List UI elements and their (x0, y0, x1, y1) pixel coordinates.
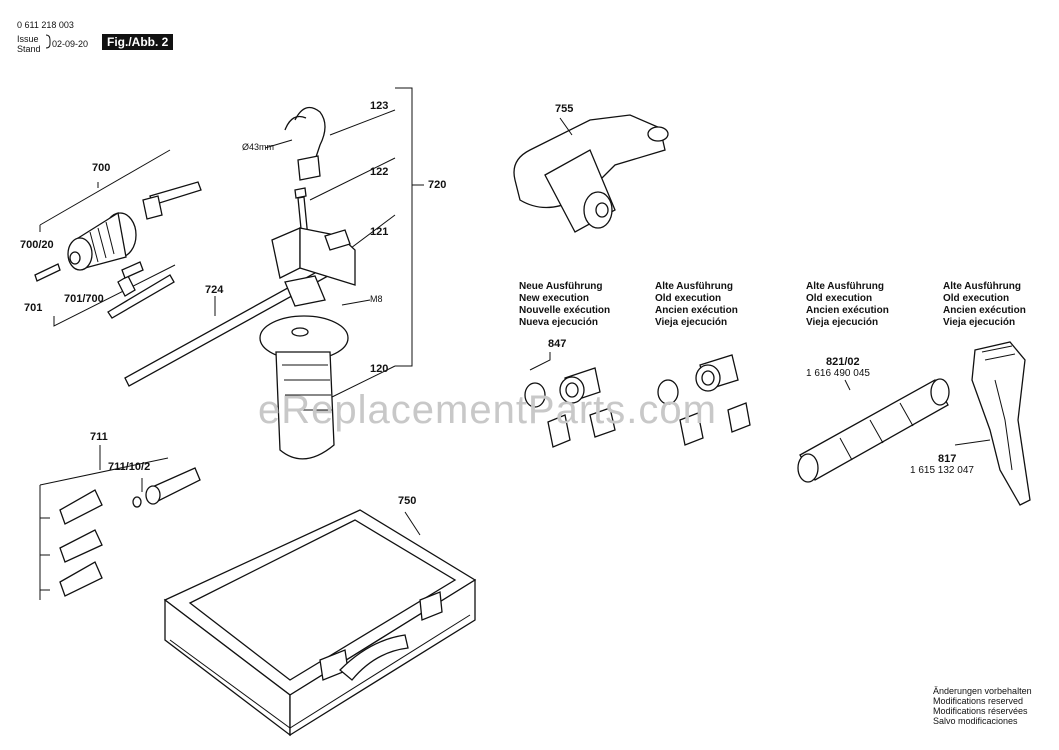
carrying-case (163, 509, 477, 737)
part-label-700-20: 700/20 (20, 239, 54, 251)
version-line: Alte Ausführung (655, 281, 733, 292)
version-line: Neue Ausführung (519, 281, 603, 292)
version-column-new: Neue Ausführung New execution Nouvelle e… (519, 281, 610, 329)
version-line: Old execution (806, 293, 873, 304)
version-line: Alte Ausführung (943, 281, 1021, 292)
figure-label: Fig./Abb. 2 (102, 34, 174, 50)
version-line: Nueva ejecución (519, 317, 598, 328)
issue-date: 02-09-20 (52, 39, 89, 49)
footer-notice: Änderungen vorbehalten Modifications res… (933, 686, 1032, 726)
part-label-817: 817 (938, 453, 957, 465)
handle-clamp-block (271, 227, 356, 307)
footer-line: Modifications réservées (933, 706, 1028, 716)
version-column-old-2: Alte Ausführung Old execution Ancien exé… (806, 281, 889, 329)
part-label-821-02: 821/02 (826, 356, 860, 368)
version-line: Old execution (943, 293, 1010, 304)
clamp-band (264, 106, 326, 181)
old-execution-parts (657, 354, 751, 446)
version-line: Ancien exécution (943, 305, 1026, 316)
version-line: New execution (519, 293, 590, 304)
watermark: eReplacementParts.com (258, 388, 717, 432)
part-label-700: 700 (92, 162, 111, 174)
part-label-120: 120 (370, 363, 389, 375)
part-label-724: 724 (205, 284, 224, 296)
version-line: Vieja ejecución (655, 317, 728, 328)
housing-half (954, 341, 1031, 506)
stand-label: Stand (17, 44, 41, 54)
version-column-old-1: Alte Ausführung Old execution Ancien exé… (655, 281, 738, 329)
part-number-821-02: 1 616 490 045 (806, 368, 870, 379)
screwdriver-bit-group (39, 445, 201, 600)
version-line: Old execution (655, 293, 722, 304)
version-line: Ancien exécution (806, 305, 889, 316)
part-label-711-10-2: 711/10/2 (108, 461, 151, 473)
part-label-847: 847 (548, 338, 567, 350)
footer-line: Salvo modificaciones (933, 716, 1018, 726)
version-line: Vieja ejecución (943, 317, 1016, 328)
auxiliary-handle (259, 299, 371, 460)
part-label-123: 123 (370, 100, 389, 112)
version-line: Ancien exécution (655, 305, 738, 316)
issue-label: Issue (17, 34, 39, 44)
part-label-750: 750 (398, 495, 417, 507)
angle-attachment (513, 114, 669, 233)
thread-label: M8 (370, 294, 383, 304)
part-label-711: 711 (90, 431, 108, 443)
part-label-701: 701 (24, 302, 43, 314)
new-execution-parts (524, 352, 616, 448)
version-line: Vieja ejecución (806, 317, 879, 328)
drill-chuck-group (34, 149, 202, 327)
part-label-701-700: 701/700 (64, 293, 104, 305)
part-number-817: 1 615 132 047 (910, 465, 974, 476)
footer-line: Modifications reserved (933, 696, 1024, 706)
version-column-old-3: Alte Ausführung Old execution Ancien exé… (943, 281, 1026, 329)
part-label-121: 121 (370, 226, 389, 238)
part-label-122: 122 (370, 166, 389, 178)
spindle-part (797, 378, 950, 483)
version-line: Alte Ausführung (806, 281, 884, 292)
part-label-755: 755 (555, 103, 574, 115)
diameter-label: Ø43mm (242, 142, 275, 152)
version-line: Nouvelle exécution (519, 305, 611, 316)
footer-line: Änderungen vorbehalten (933, 686, 1032, 696)
document-number: 0 611 218 003 (17, 20, 74, 30)
part-label-720: 720 (428, 179, 447, 191)
